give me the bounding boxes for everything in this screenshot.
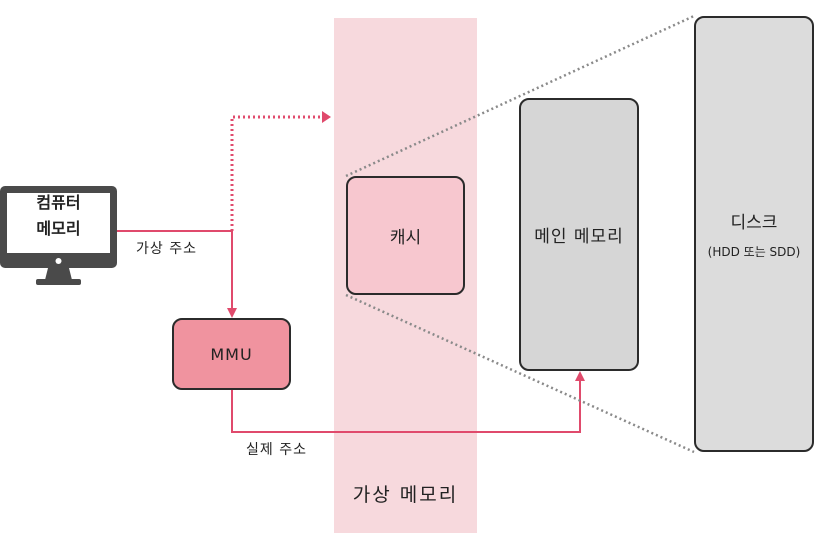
computer-memory-label: 컴퓨터 메모리 [0, 190, 117, 242]
cache-box: 캐시 [346, 176, 465, 295]
physical-address-path [231, 371, 585, 433]
physical-address-label: 실제 주소 [246, 442, 307, 458]
perspective-line-top [345, 14, 695, 178]
virtual-address-label: 가상 주소 [136, 241, 197, 257]
computer-label-line2: 메모리 [36, 219, 81, 238]
disk-label: 디스크 [730, 213, 778, 233]
disk-sublabel: (HDD 또는 SDD) [707, 245, 801, 259]
main-memory-label: 메인 메모리 [534, 227, 624, 247]
mmu-box: MMU [172, 318, 291, 390]
monitor-icon [0, 186, 117, 285]
cache-label: 캐시 [389, 228, 422, 248]
virtual-memory-label: 가상 메모리 [352, 484, 459, 506]
perspective-line-bottom [345, 293, 695, 454]
dotted-arrowhead [322, 111, 331, 123]
disk-box: 디스크 (HDD 또는 SDD) [694, 16, 814, 452]
virtual-memory-dotted-path [230, 115, 322, 231]
main-memory-box: 메인 메모리 [519, 98, 639, 371]
mmu-label: MMU [210, 344, 253, 364]
computer-label-line1: 컴퓨터 [36, 193, 81, 212]
